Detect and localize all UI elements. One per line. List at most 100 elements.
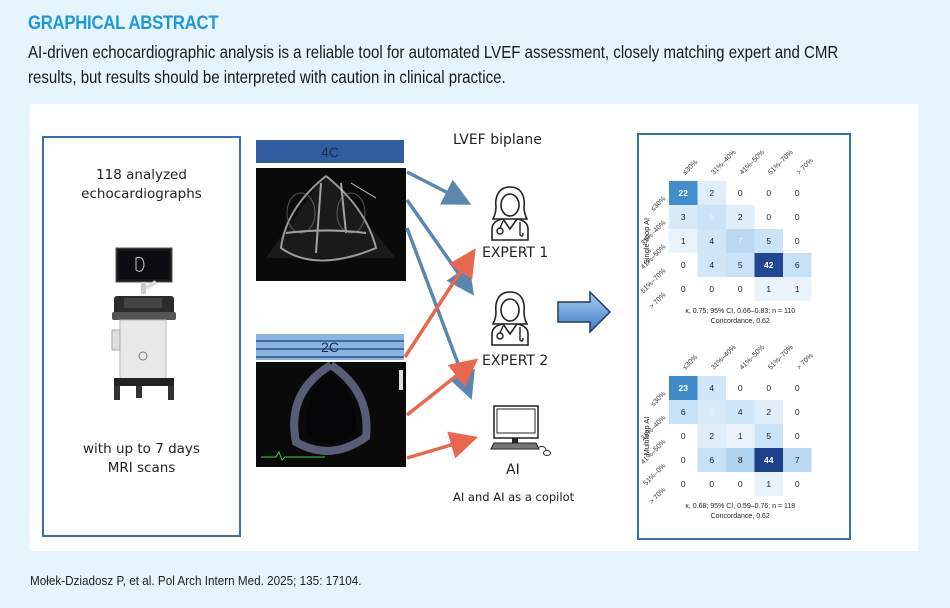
echo-4c-header: 4C [256,140,404,163]
cell-value: 0 [766,383,771,393]
cell-value: 5 [709,212,714,222]
col-tick-label: 31%–40% [710,149,738,177]
cell-value: 42 [764,260,774,270]
cell-value: 4 [738,407,743,417]
cell-value: 0 [795,479,800,489]
col-tick-label: 51%–70% [767,149,795,177]
cell-value: 0 [738,383,743,393]
col-tick-label: 31%–40% [710,344,738,372]
heatmap-cell [697,181,726,205]
heatmap-cell [726,400,755,424]
echo-4c-image [256,168,406,281]
col-tick-label: 41%–50% [739,344,767,372]
heatmap-cell [726,229,755,253]
cell-value: 7 [795,455,800,465]
heatmap-cell [726,472,755,496]
heatmap-cell [754,277,783,301]
lvef-biplane-label: LVEF biplane [453,132,542,148]
heatmap-cell [697,277,726,301]
concordance-stat: Concordance, 0.62 [711,513,770,520]
graphical-abstract-title: GRAPHICAL ABSTRACT [28,13,219,34]
ai-label: AI [506,462,520,478]
cell-value: 8 [738,455,743,465]
heatmap-cell [754,424,783,448]
cell-value: 0 [766,188,771,198]
y-axis-label: Single-loop AI [642,218,651,264]
abstract-summary: AI-driven echocardiographic analysis is … [28,42,839,87]
heatmap-cell [783,376,812,400]
heatmap-cell [697,400,726,424]
heatmap-cell [726,448,755,472]
cell-value: 0 [766,212,771,222]
cell-value: 0 [681,479,686,489]
heatmap-cell [754,229,783,253]
cell-value: 2 [738,212,743,222]
cell-value: 0 [795,383,800,393]
cell-value: 4 [709,236,714,246]
cell-value: 5 [766,431,771,441]
arrow-2c-to-ai [406,431,479,460]
cell-value: 3 [709,407,714,417]
echo-2c-header: 2C [256,334,404,360]
heatmap-cell [783,277,812,301]
cell-value: 0 [681,260,686,270]
row-tick-label: ≤30% [650,390,668,408]
heatmap-cell [669,229,698,253]
heatmap-cell [669,376,698,400]
col-tick-label: ≤30% [682,159,700,177]
row-tick-label: > 70% [648,291,667,310]
heatmap-cell [669,424,698,448]
col-tick-label: 51%–70% [767,344,795,372]
heatmap-cell [783,448,812,472]
col-tick-label: 41%–50% [739,149,767,177]
cell-value: 2 [766,407,771,417]
echo-2c-image [256,362,406,467]
col-tick-label: > 70% [796,352,815,371]
cell-value: 1 [681,236,686,246]
col-tick-label: > 70% [796,157,815,176]
cell-value: 4 [709,383,714,393]
row-tick-label: 51%–70% [640,267,668,295]
cell-value: 1 [738,431,743,441]
heatmap-cell [726,424,755,448]
cell-value: 22 [679,188,689,198]
dataset-count-text: 118 analyzed [96,167,187,183]
cell-value: 0 [795,188,800,198]
cell-value: 0 [681,455,686,465]
citation: Mołek-Dziadosz P, et al. Pol Arch Intern… [30,573,362,588]
heatmap-cell [697,448,726,472]
computer-icon [490,405,551,456]
cell-value: 1 [766,284,771,294]
result-block-arrow [557,290,612,334]
cell-value: 1 [766,479,771,489]
expert1-label: EXPERT 1 [482,245,549,261]
cell-value: 44 [764,455,774,465]
kappa-stats: κ, 0.68; 95% CI, 0.59–0.76; n = 118 [685,503,795,510]
cell-value: 23 [679,383,689,393]
heatmap-cell [669,448,698,472]
dataset-box: 118 analyzed echocardiographs with up to… [42,136,241,537]
heatmap-cell [726,181,755,205]
cell-value: 2 [709,188,714,198]
cell-value: 0 [738,284,743,294]
cell-value: 0 [681,284,686,294]
mri-scans-text: MRI scans [107,460,176,476]
heatmap-cell [726,205,755,229]
col-tick-label: ≤30% [682,354,700,372]
echo-4c-label: 4C [321,143,339,160]
cell-value: 0 [795,431,800,441]
echo-2c-label: 2C [321,339,339,355]
cell-value: 0 [795,407,800,417]
heatmap-cell [783,253,812,277]
heatmap-cell [669,205,698,229]
cell-value: 7 [738,236,743,246]
heatmap-cell [669,472,698,496]
heatmap-cell [754,205,783,229]
heatmap-cell [697,472,726,496]
heatmap-cell [726,376,755,400]
row-tick-label: ≤30% [650,195,668,213]
arrow-2c-to-expert1 [403,248,476,358]
cell-value: 2 [709,431,714,441]
y-axis-label: Multiloop AI [642,417,651,456]
arrow-4c-to-expert1 [406,170,472,205]
